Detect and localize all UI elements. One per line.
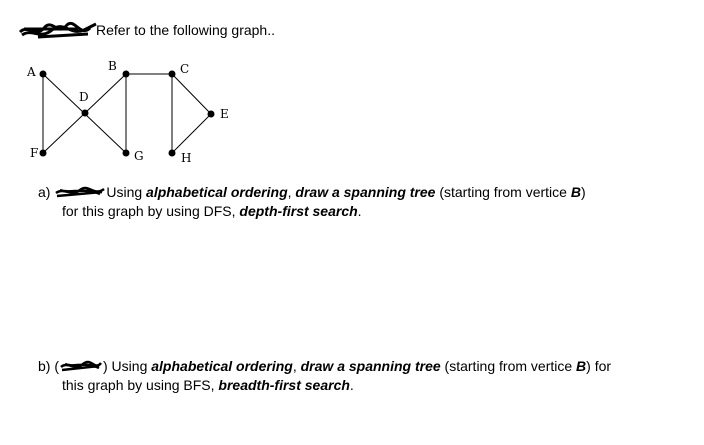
vertex-b — [122, 70, 130, 78]
intro-text: Refer to the following graph.. — [96, 22, 275, 38]
question-a-line-1: a) Using alphabetical ordering, draw a s… — [38, 184, 586, 200]
vertex-h — [168, 149, 176, 157]
vertex-label-f: F — [30, 146, 38, 160]
vertex-label-h: H — [181, 151, 191, 165]
scribble-redaction-b — [60, 360, 102, 372]
scribble-redaction-a — [55, 186, 106, 198]
vertex-label-c: C — [180, 62, 189, 76]
vertex-label-b: B — [108, 59, 117, 73]
vertex-g — [122, 149, 130, 157]
question-a-line-2: for this graph by using DFS, depth-first… — [62, 203, 362, 219]
vertex-f — [39, 149, 47, 157]
edge-c-e — [171, 73, 212, 115]
vertex-a — [39, 70, 47, 78]
question-b-label: b) ( — [38, 358, 59, 374]
question-b-line-2: this graph by using BFS, breadth-first s… — [62, 377, 354, 393]
vertex-d — [81, 109, 89, 117]
vertex-label-e: E — [220, 107, 229, 121]
vertex-e — [207, 110, 215, 118]
vertex-c — [168, 70, 176, 78]
question-b-line-1: b) ( ) Using alphabetical ordering, draw… — [38, 358, 612, 374]
scribble-redaction-top — [18, 22, 97, 39]
vertex-label-d: D — [79, 90, 89, 104]
question-a-label: a) — [38, 184, 51, 200]
vertex-label-g: G — [134, 149, 144, 163]
edge-e-h — [171, 113, 212, 154]
graph-diagram: A B C D E F G H — [26, 59, 229, 165]
vertex-label-a: A — [26, 65, 36, 79]
